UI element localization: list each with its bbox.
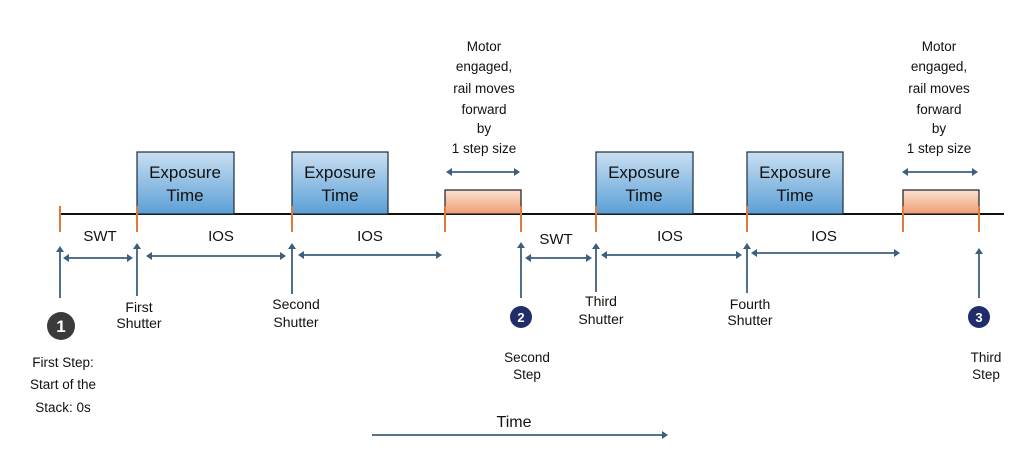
motor-note-2-line5: by	[932, 121, 947, 136]
interval-arrow-ios-4-head-left	[751, 249, 757, 257]
interval-label-5: IOS	[657, 228, 683, 245]
interval-arrow-swt-2-head-left	[525, 254, 531, 262]
exposure-box-1-line2: Time	[166, 186, 203, 205]
step-label-1-line3: Stack: 0s	[35, 400, 91, 415]
interval-arrow-ios-3-head-right	[736, 251, 742, 259]
step-badge-3-number: 3	[975, 310, 982, 325]
motor-range-arrow-2-head-left	[902, 168, 908, 176]
interval-label-4: SWT	[539, 231, 572, 248]
shutter-label-1: First Shutter	[116, 299, 161, 331]
interval-label-6: IOS	[811, 228, 837, 245]
step-label-2: Second Step	[504, 350, 550, 382]
motor-range-arrow-1-head-left	[446, 168, 452, 176]
interval-label-1: SWT	[83, 228, 116, 245]
step-badge-2-number: 2	[517, 310, 524, 325]
step-1-pointer-arrow-head	[56, 246, 64, 252]
third-shutter-pointer-arrow-head	[592, 243, 600, 249]
step-badge-2: 2	[510, 306, 532, 328]
shutter-label-3-line1: Third	[585, 293, 617, 309]
shutter-label-2-line2: Shutter	[273, 314, 318, 330]
shutter-label-4-line2: Shutter	[727, 312, 772, 328]
motor-note-1: Motor engaged, rail moves forward by 1 s…	[452, 39, 517, 156]
interval-arrow-ios-2-head-left	[298, 251, 304, 259]
step-label-1-line1: First Step:	[32, 355, 94, 370]
step-label-3-line2: Step	[972, 367, 1000, 382]
interval-label-3: IOS	[357, 228, 383, 245]
time-arrow-head	[662, 431, 668, 439]
fourth-shutter-pointer-arrow-head	[743, 243, 751, 249]
interval-arrow-ios-1-head-right	[280, 252, 286, 260]
motor-note-1-line5: by	[477, 121, 492, 136]
motor-note-1-line1: Motor	[467, 39, 502, 54]
interval-arrow-swt-2-head-right	[586, 254, 592, 262]
motor-note-1-line4: forward	[461, 102, 506, 117]
step-2-pointer-arrow-head	[517, 242, 525, 248]
shutter-label-1-line2: Shutter	[116, 315, 161, 331]
exposure-box-3: Exposure Time	[595, 151, 694, 215]
exposure-box-1: Exposure Time	[136, 151, 235, 215]
step-label-1: First Step: Start of the Stack: 0s	[30, 355, 96, 415]
exposure-box-4-line2: Time	[776, 186, 813, 205]
time-axis-label: Time	[497, 414, 532, 431]
interval-arrow-ios-1-head-left	[146, 252, 152, 260]
interval-arrow-ios-2-head-right	[436, 251, 442, 259]
step-3-pointer-arrow-head	[975, 248, 983, 254]
arrow-layer	[56, 168, 983, 439]
motor-note-2-line1: Motor	[922, 39, 957, 54]
motor-note-2-line2: engaged,	[911, 59, 967, 74]
motor-move-box-2	[902, 189, 980, 215]
exposure-box-3-line2: Time	[625, 186, 662, 205]
motor-note-2: Motor engaged, rail moves forward by 1 s…	[907, 39, 972, 156]
motor-note-1-line3: rail moves	[453, 81, 515, 96]
shutter-label-1-line1: First	[125, 299, 152, 315]
step-badge-3: 3	[968, 306, 990, 328]
shutter-label-3-line2: Shutter	[578, 311, 623, 327]
exposure-box-4: Exposure Time	[746, 151, 844, 215]
shutter-label-4-line1: Fourth	[730, 296, 770, 312]
motor-move-box-1	[444, 189, 522, 215]
exposure-box-2-line2: Time	[321, 186, 358, 205]
exposure-box-3-line1: Exposure	[608, 163, 680, 182]
step-label-3: Third Step	[971, 350, 1002, 382]
interval-arrow-ios-3-head-left	[601, 251, 607, 259]
step-badge-1-number: 1	[56, 317, 65, 336]
shutter-label-2: Second Shutter	[272, 296, 319, 330]
motor-range-arrow-2-head-right	[972, 168, 978, 176]
exposure-box-2-line1: Exposure	[304, 163, 376, 182]
motor-range-arrow-1-head-right	[514, 168, 520, 176]
first-shutter-pointer-arrow-head	[133, 243, 141, 249]
interval-label-2: IOS	[208, 228, 234, 245]
exposure-box-2: Exposure Time	[291, 151, 389, 215]
second-shutter-pointer-arrow-head	[288, 243, 296, 249]
interval-arrow-swt-1-head-left	[63, 254, 69, 262]
step-label-1-line2: Start of the	[30, 377, 96, 392]
shutter-label-4: Fourth Shutter	[727, 296, 772, 328]
exposure-box-4-line1: Exposure	[759, 163, 831, 182]
shutter-label-3: Third Shutter	[578, 293, 623, 327]
motor-note-2-line6: 1 step size	[907, 141, 972, 156]
step-label-3-line1: Third	[971, 350, 1002, 365]
shutter-label-2-line1: Second	[272, 296, 319, 312]
motor-note-2-line3: rail moves	[908, 81, 970, 96]
motor-note-1-line6: 1 step size	[452, 141, 517, 156]
step-badge-1: 1	[47, 312, 75, 340]
interval-arrow-ios-4-head-right	[894, 249, 900, 257]
exposure-box-1-line1: Exposure	[149, 163, 221, 182]
interval-arrow-swt-1-head-right	[127, 254, 133, 262]
motor-note-1-line2: engaged,	[456, 59, 512, 74]
step-label-2-line2: Step	[513, 367, 541, 382]
motor-note-2-line4: forward	[916, 102, 961, 117]
step-label-2-line1: Second	[504, 350, 550, 365]
